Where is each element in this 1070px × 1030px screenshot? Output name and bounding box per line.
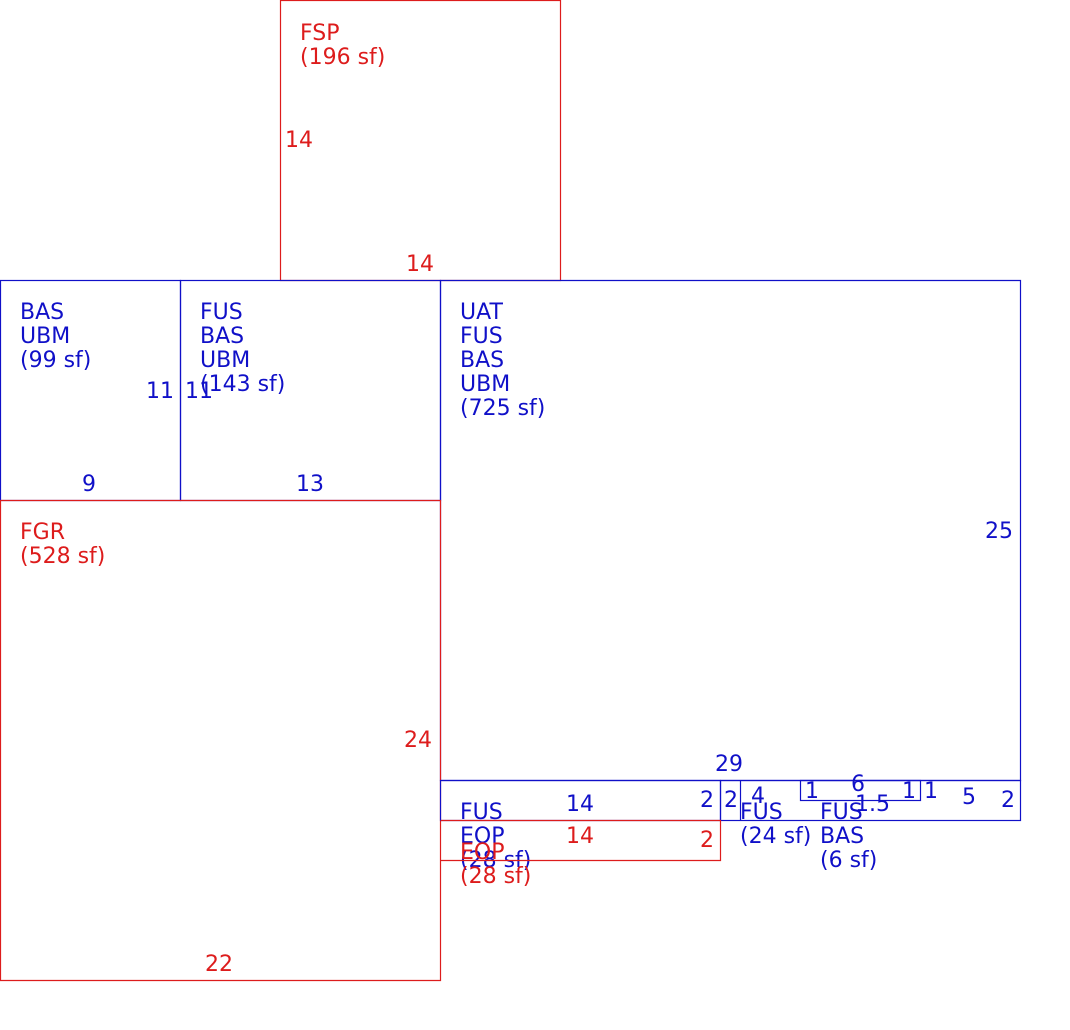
fsp-bottom-dimension: 14 [406, 252, 434, 277]
fsp-area-label: FSP (196 sf) [300, 21, 385, 70]
strip-2c-dimension: 2 [1001, 788, 1015, 813]
fus-bas-bump-outline [799, 779, 922, 802]
uat-area-label: UAT FUS BAS UBM (725 sf) [460, 300, 545, 421]
strip-6-dimension: 6 [851, 772, 865, 797]
eop-2-dimension: 2 [700, 828, 714, 853]
strip-1c-dimension: 1 [924, 779, 938, 804]
fus-left-dimension: 11 [185, 379, 213, 404]
strip-14-dimension: 14 [566, 792, 594, 817]
strip-5-dimension: 5 [962, 785, 976, 810]
strip-4-dimension: 4 [751, 784, 765, 809]
strip-1-5-dimension: 1.5 [855, 792, 890, 817]
fsp-side-dimension: 14 [285, 128, 313, 153]
fus-bas-ubm-area-label: FUS BAS UBM (143 sf) [200, 300, 285, 397]
eop-area-label: EOP (28 sf) [460, 840, 531, 889]
uat-area-outline [439, 279, 1022, 782]
strip-1a-dimension: 1 [805, 779, 819, 804]
fgr-bottom-dimension: 22 [205, 952, 233, 977]
fus-bas-area-label: FUS BAS (6 sf) [820, 800, 877, 873]
fgr-area-label: FGR (528 sf) [20, 520, 105, 569]
uat-bottom-dimension: 29 [715, 752, 743, 777]
strip-1b-dimension: 1 [902, 779, 916, 804]
strip-2b-dimension: 2 [724, 788, 738, 813]
fus-small-area-label: FUS (24 sf) [740, 800, 811, 849]
fgr-right-dimension: 24 [404, 728, 432, 753]
bas-bottom-dimension: 9 [82, 472, 96, 497]
bas-area-label: BAS UBM (99 sf) [20, 300, 91, 373]
bas-right-dimension: 11 [146, 379, 174, 404]
eop-area-outline [440, 819, 722, 862]
fus-bottom-dimension: 13 [296, 472, 324, 497]
fgr-area-outline [0, 499, 442, 982]
strip-2a-dimension: 2 [700, 788, 714, 813]
eop-14-dimension: 14 [566, 824, 594, 849]
uat-right-dimension: 25 [985, 519, 1013, 544]
